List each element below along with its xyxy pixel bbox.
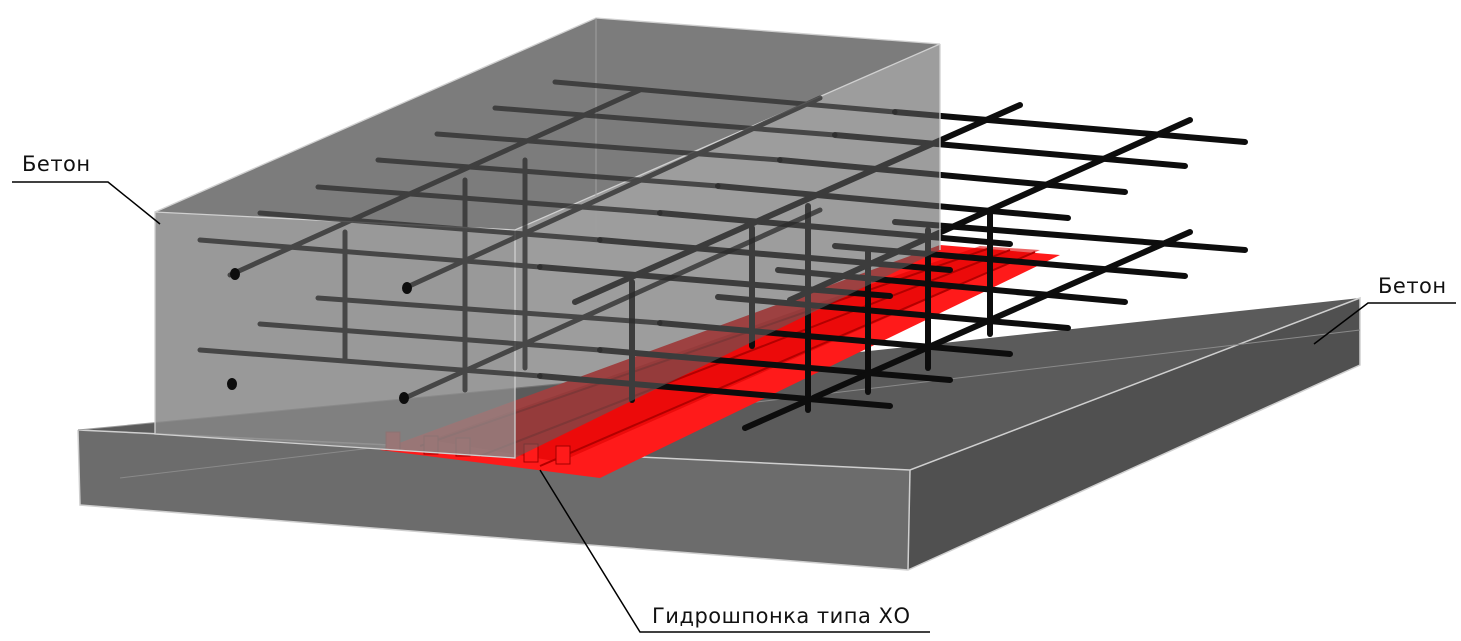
label-concrete-right: Бетон — [1378, 274, 1447, 298]
leader-lines — [12, 181, 1456, 633]
label-waterstop: Гидрошпонка типа ХО — [652, 604, 911, 628]
embedded-bar — [434, 131, 783, 163]
embedded-bar — [402, 95, 823, 291]
embedded-bar — [552, 79, 898, 115]
embedded-bar — [227, 87, 643, 278]
embedded-bar — [257, 321, 603, 353]
rebar-bar — [742, 229, 1193, 431]
rebar-bar — [892, 109, 1248, 145]
concrete-block — [154, 17, 941, 459]
bar-end — [399, 392, 409, 404]
bar-end — [230, 268, 240, 280]
embedded-bar — [197, 237, 543, 270]
label-concrete-left: Бетон — [22, 152, 91, 176]
slab-front-face — [78, 430, 910, 570]
embedded-bar — [197, 347, 543, 379]
block-top-face — [155, 18, 940, 230]
embedded-bar — [257, 210, 603, 243]
slab-edge-vertical — [907, 469, 911, 571]
bar-end — [402, 282, 412, 294]
embedded-bar — [315, 184, 663, 216]
leader-concrete-left — [12, 181, 161, 225]
embedded-bar — [375, 157, 721, 189]
embedded-rebar — [197, 79, 898, 401]
slab-right-face — [908, 298, 1360, 570]
block-front-face — [155, 212, 515, 458]
bar-end — [227, 378, 237, 390]
embedded-bar — [315, 295, 663, 326]
waterstop-tooth — [555, 445, 571, 465]
bar-ends — [227, 268, 412, 404]
embedded-bar — [402, 207, 823, 401]
embedded-bar — [492, 105, 838, 138]
leader-waterstop — [539, 469, 930, 633]
leader-concrete-right — [1313, 302, 1456, 345]
